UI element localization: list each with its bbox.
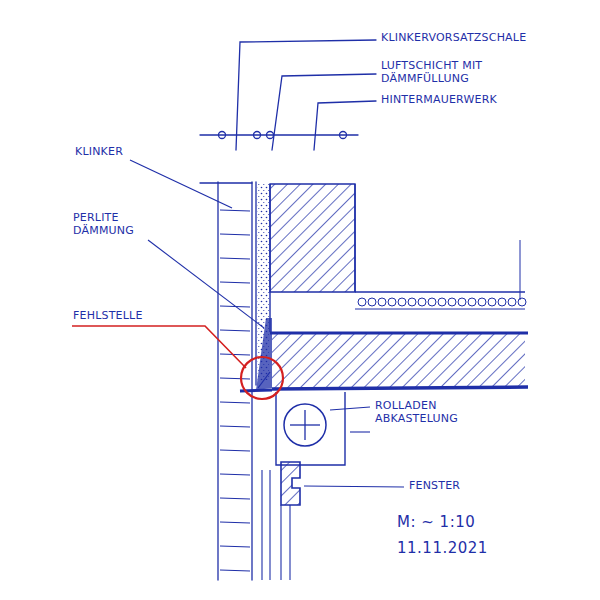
- roller-shutter: [284, 404, 326, 446]
- sketch-line: [518, 298, 526, 306]
- sketch-line: [520, 240, 521, 300]
- sketch-line: [368, 298, 376, 306]
- edge-insulation: [256, 318, 272, 390]
- sketch-line: [220, 570, 250, 571]
- sketch-line: [355, 309, 525, 310]
- sketch-line: [354, 184, 355, 292]
- sketch-line: [219, 132, 226, 139]
- sketch-line: [270, 332, 528, 335]
- sketch-line: [148, 240, 264, 328]
- part-label: LUFTSCHICHT MIT DÄMMFÜLLUNG: [380, 60, 532, 85]
- sketch-line: [267, 132, 274, 139]
- sketch-line: [289, 505, 290, 580]
- sketch-line: [200, 182, 252, 183]
- sketch-line: [220, 210, 250, 211]
- sketch-line: [388, 298, 396, 306]
- sketch-line: [418, 298, 426, 306]
- defect-circle: [241, 357, 283, 399]
- sketch-line: [355, 291, 525, 292]
- sketch-line: [251, 182, 252, 580]
- part-label: FENSTER: [408, 480, 461, 493]
- part-label: KLINKERVORSATZSCHALE: [380, 32, 527, 45]
- sketch-line: [220, 354, 250, 355]
- sketch-line: [220, 402, 250, 403]
- sketch-line: [220, 426, 250, 427]
- part-label: KLINKER: [74, 146, 124, 159]
- sketch-line: [220, 234, 250, 235]
- sketch-line: [220, 546, 250, 547]
- sketch-line: [478, 298, 486, 306]
- sketch-line: [130, 160, 404, 487]
- date-note: 11.11.2021: [396, 540, 489, 557]
- shutter-box: [276, 392, 345, 465]
- sketch-line: [398, 298, 406, 306]
- window-frame: [281, 462, 300, 505]
- sketch-line: [340, 132, 347, 139]
- sketch-line: [269, 184, 270, 332]
- sketch-line: [508, 298, 516, 306]
- sketch-line: [220, 450, 250, 451]
- sketch-line: [254, 132, 261, 139]
- impact-insulation: [358, 298, 526, 306]
- sketch-line: [255, 182, 256, 385]
- sketch-line: [498, 298, 506, 306]
- sketch-line: [220, 258, 250, 259]
- sketch-line: [269, 470, 270, 580]
- sketch-line: [200, 40, 376, 580]
- sketch-line: [220, 522, 250, 523]
- sketch-line: [220, 378, 250, 379]
- sketch-line: [220, 498, 250, 499]
- part-label: ROLLADEN ABKASTELUNG: [374, 400, 486, 425]
- backing-masonry: [270, 184, 355, 292]
- sketch-line: [290, 424, 320, 425]
- sketch-line: [272, 74, 376, 150]
- sketch-line: [448, 298, 456, 306]
- sketch-line: [130, 160, 232, 208]
- part-label: HINTERMAUERWERK: [380, 94, 498, 107]
- sketch-line: [468, 298, 476, 306]
- sketch-line: [378, 298, 386, 306]
- sketch-line: [330, 407, 370, 410]
- concrete-slab: [272, 334, 525, 390]
- scale-note: M: ~ 1:10: [396, 514, 476, 531]
- sketch-line: [304, 486, 404, 487]
- sketch-line: [220, 282, 250, 283]
- sketch-line: [261, 470, 262, 580]
- sketch-line: [428, 298, 436, 306]
- sketch-line: [350, 431, 370, 432]
- sketch-line: [458, 298, 466, 306]
- defect-label: FEHLSTELLE: [72, 310, 144, 323]
- sketch-line: [488, 298, 496, 306]
- sketch-line: [220, 330, 250, 331]
- defect-leader: [72, 326, 246, 368]
- sketch-line: [220, 474, 250, 475]
- sketch-line: [358, 298, 366, 306]
- sketch-line: [236, 40, 376, 150]
- sketch-line: [258, 372, 270, 388]
- sketch-line: [217, 182, 218, 580]
- sketch-line: [438, 298, 446, 306]
- part-label: PERLITE DÄMMUNG: [72, 212, 154, 237]
- sketch-line: [314, 101, 376, 150]
- sketch-line: [262, 470, 290, 580]
- sketch-line: [408, 298, 416, 306]
- sketch-line: [280, 505, 281, 580]
- sketch-line: [272, 387, 528, 389]
- sketch-line: [200, 134, 358, 135]
